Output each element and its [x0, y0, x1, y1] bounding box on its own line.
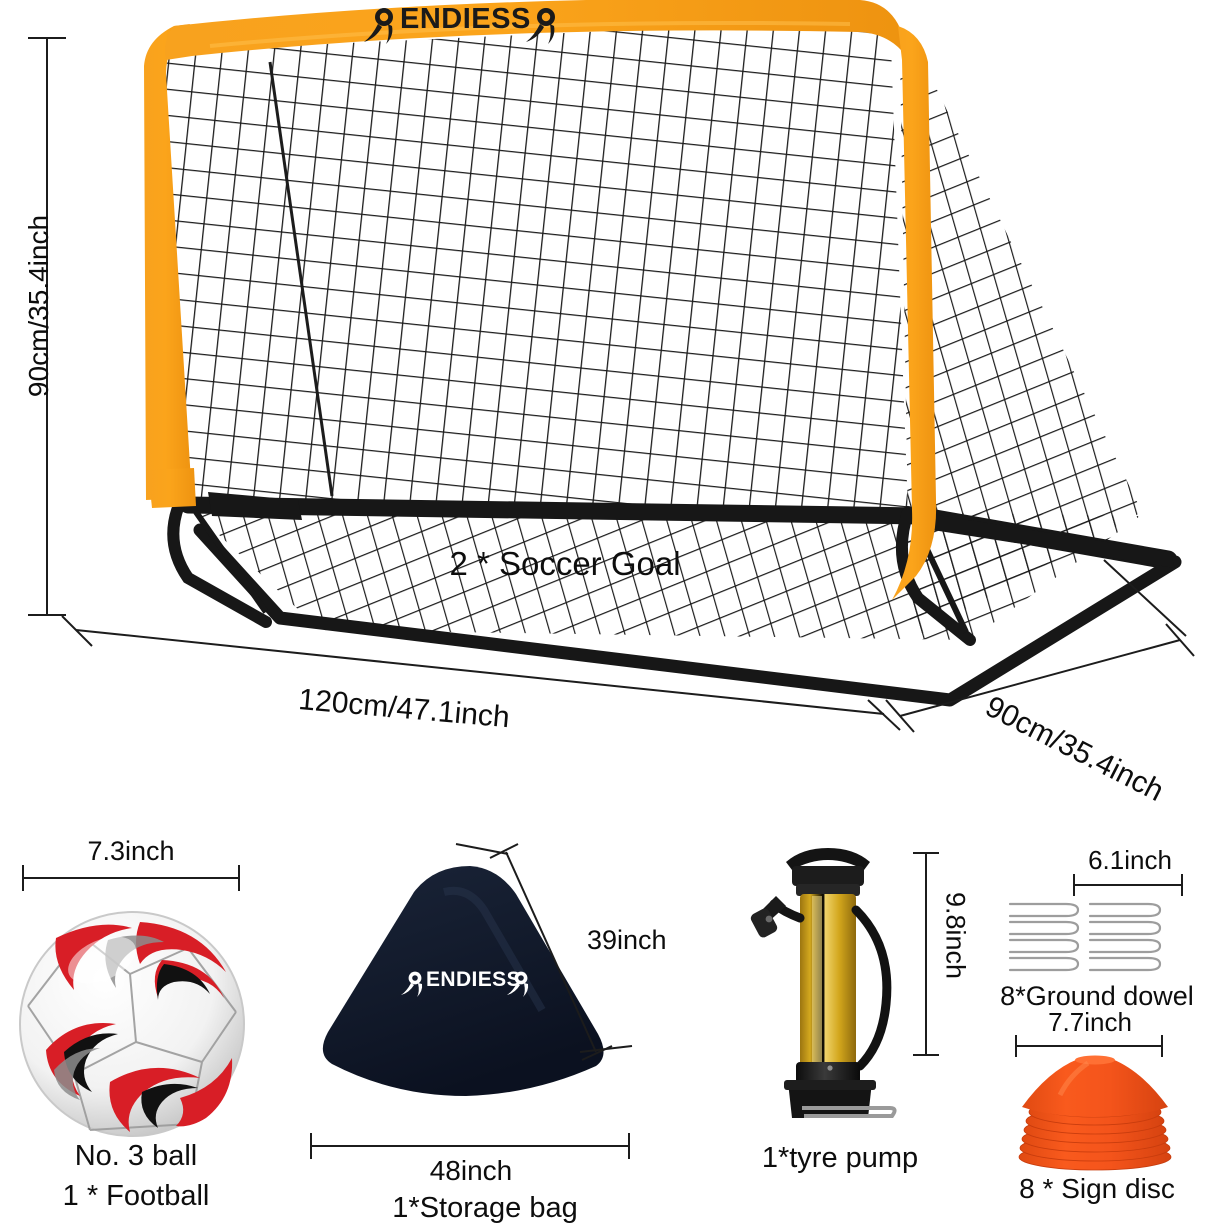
depth-extension-line: [1103, 559, 1187, 637]
bag-diagonal-extension-top: [455, 843, 509, 855]
bag-diagonal-label: 39inch: [587, 925, 667, 955]
storage-bag-image: ENDIESS: [322, 866, 604, 1096]
bag-brand-text: ENDIESS: [426, 968, 521, 991]
goal-crossbar-highlight: [209, 20, 851, 48]
pump-nozzle-screw: [765, 915, 773, 923]
storage-bag-caption: 1*Storage bag: [392, 1192, 578, 1224]
goal-foot-left: [167, 492, 272, 628]
height-dimension-line: [46, 38, 48, 616]
pump-barrel: [800, 894, 856, 1074]
soccer-goal-section: ENDIESS 90cm/35.4inch 2 * Soccer Goal: [23, 0, 1195, 808]
goal-brand-text: ENDIESS: [400, 3, 531, 35]
sign-disc-caption: 8 * Sign disc: [1019, 1173, 1175, 1204]
goal-foot-right: [895, 506, 976, 646]
dowel-dimension-tick-left: [1073, 874, 1075, 896]
disc-dimension-label: 7.7inch: [1048, 1007, 1132, 1037]
accessory-dowel-and-disc: 6.1inch 8*Ground dow: [980, 830, 1214, 1213]
pump-collar-dot: [827, 1065, 833, 1071]
ground-dowel-image: [1008, 902, 1162, 972]
dowel-dimension-label: 6.1inch: [1088, 845, 1172, 875]
soccer-ball-icon-left-white: [401, 971, 423, 997]
goal-dimension-lines: [61, 559, 1195, 733]
pump-nozzle-head: [750, 908, 778, 938]
bag-bottom-tick-left: [310, 1133, 312, 1159]
tyre-pump-caption: 1*tyre pump: [761, 1142, 919, 1174]
goal-post-left-bottom: [148, 468, 196, 508]
disc-dimension-line: [1015, 1045, 1163, 1047]
goal-net-front-panel: [152, 18, 908, 512]
ground-dowel-caption: 8*Ground dowel: [1000, 981, 1194, 1011]
goal-post-left: [144, 24, 192, 500]
pump-handle-collar: [792, 866, 864, 886]
disc-dimension-tick-right: [1161, 1035, 1163, 1057]
pump-dimension-line: [925, 852, 927, 1056]
bag-bottom-tick-right: [628, 1133, 630, 1159]
depth-dimension-tick-far: [1165, 623, 1195, 657]
net-fold-line: [268, 61, 334, 497]
pump-dimension-cap-top: [913, 852, 939, 854]
accessory-storage-bag: ENDIESS 39inch: [280, 830, 690, 1224]
width-dimension-tick-right: [867, 699, 901, 731]
soccer-ball-icon-right: [526, 8, 555, 44]
goal-foot-left-brace: [193, 510, 269, 614]
bag-bottom-dimension-label: 48inch: [429, 1155, 513, 1186]
accessory-ground-dowel: 6.1inch 8*Ground dow: [980, 836, 1214, 1021]
pump-dimension-cap-bottom: [913, 1054, 939, 1056]
pump-base-top: [784, 1080, 876, 1090]
pump-hose: [851, 905, 892, 1071]
soccer-ball-icon-right-white: [507, 971, 529, 997]
bag-diagonal-dimension: [455, 843, 633, 1061]
goal-brand-logo: ENDIESS: [364, 3, 555, 44]
pump-foot-pedal: [802, 1106, 897, 1118]
pump-lower-collar: [796, 1062, 860, 1084]
height-dimension-cap-top: [28, 37, 66, 39]
disc-dimension-tick-left: [1015, 1035, 1017, 1057]
football-dimension-label: 7.3inch: [87, 836, 175, 866]
goal-gusset-left: [208, 492, 302, 520]
pump-dimension-label: 9.8inch: [940, 891, 971, 980]
dowel-dimension-tick-right: [1181, 874, 1183, 896]
goal-center-label: 2 * Soccer Goal: [449, 545, 681, 582]
football-caption-quantity: 1 * Football: [62, 1180, 210, 1212]
pump-handle-ring: [796, 884, 860, 896]
dowel-dimension-line: [1073, 884, 1183, 886]
football-dimension-tick-left: [22, 865, 24, 891]
width-dimension-tick-left: [61, 615, 93, 647]
accessories-row: 7.3inch: [0, 830, 1214, 1224]
bag-diagonal-line: [505, 851, 597, 1053]
depth-dimension-line: [899, 639, 1181, 717]
sign-disc-image: [1018, 1055, 1172, 1171]
football-image: [19, 911, 245, 1137]
bag-diagonal-extension-bottom: [579, 1045, 633, 1053]
soccer-goal-illustration: ENDIESS: [144, 0, 1182, 707]
accessory-tyre-pump: 9.8inch 1*tyre pump: [700, 830, 980, 1213]
soccer-ball-icon-left: [364, 8, 393, 44]
bag-bottom-dimension-line: [310, 1145, 630, 1147]
goal-base-back-bar: [179, 496, 929, 525]
pump-handle-top: [786, 848, 870, 870]
bag-diagonal-tick-top: [489, 843, 519, 859]
pump-barrel-highlight: [812, 896, 822, 1072]
football-dimension-line: [22, 877, 240, 879]
tyre-pump-image: [750, 848, 897, 1118]
football-caption-model: No. 3 ball: [74, 1140, 198, 1172]
bag-brand-logo: ENDIESS: [401, 968, 529, 997]
accessory-sign-disc: 7.7inch: [980, 1005, 1214, 1213]
height-dimension-cap-bottom: [28, 614, 66, 616]
width-dimension-line: [75, 629, 885, 715]
goal-base-right-fill: [918, 512, 1175, 568]
accessory-football: 7.3inch: [0, 830, 272, 1213]
goal-crossbar-top: [165, 0, 906, 60]
football-dimension-tick-right: [238, 865, 240, 891]
depth-dimension-tick-near: [885, 699, 915, 733]
goal-post-right: [892, 26, 937, 600]
